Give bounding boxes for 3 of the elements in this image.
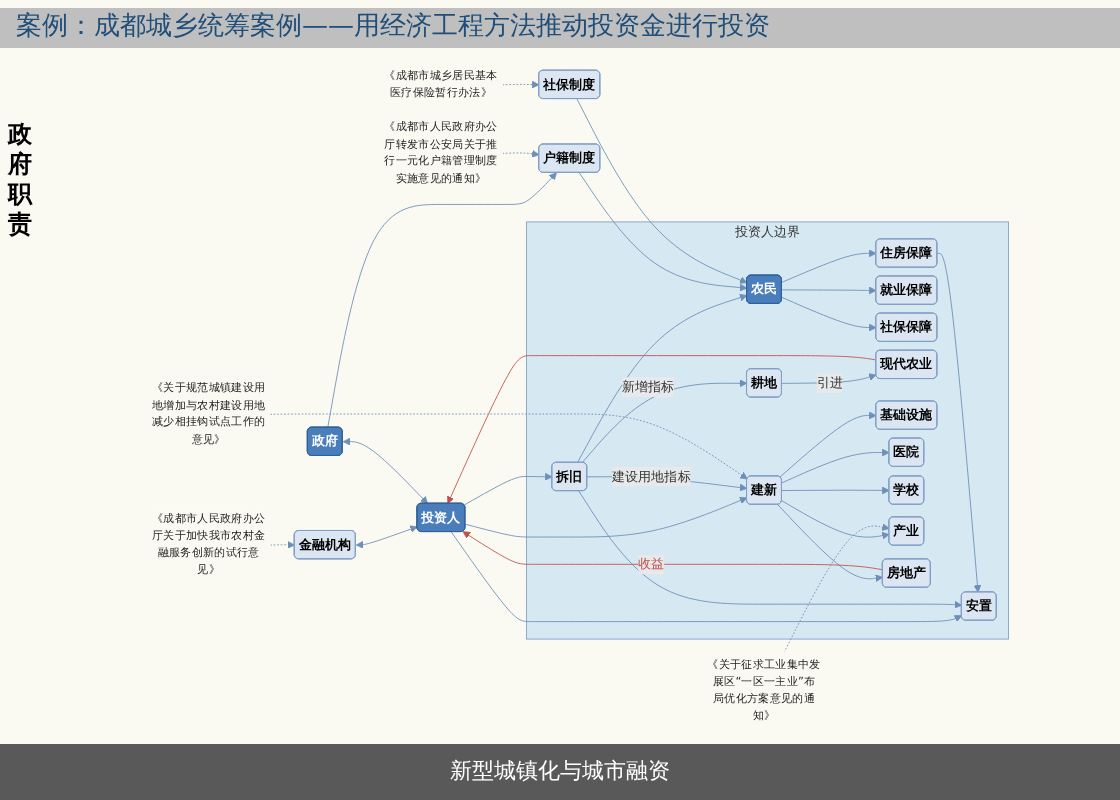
footer-caption: 新型城镇化与城市融资 [0,744,1120,800]
side-label: 政府职责 [8,120,35,240]
title: 案例：成都城乡统筹案例——用经济工程方法推动投资金进行投资 [0,8,1120,48]
